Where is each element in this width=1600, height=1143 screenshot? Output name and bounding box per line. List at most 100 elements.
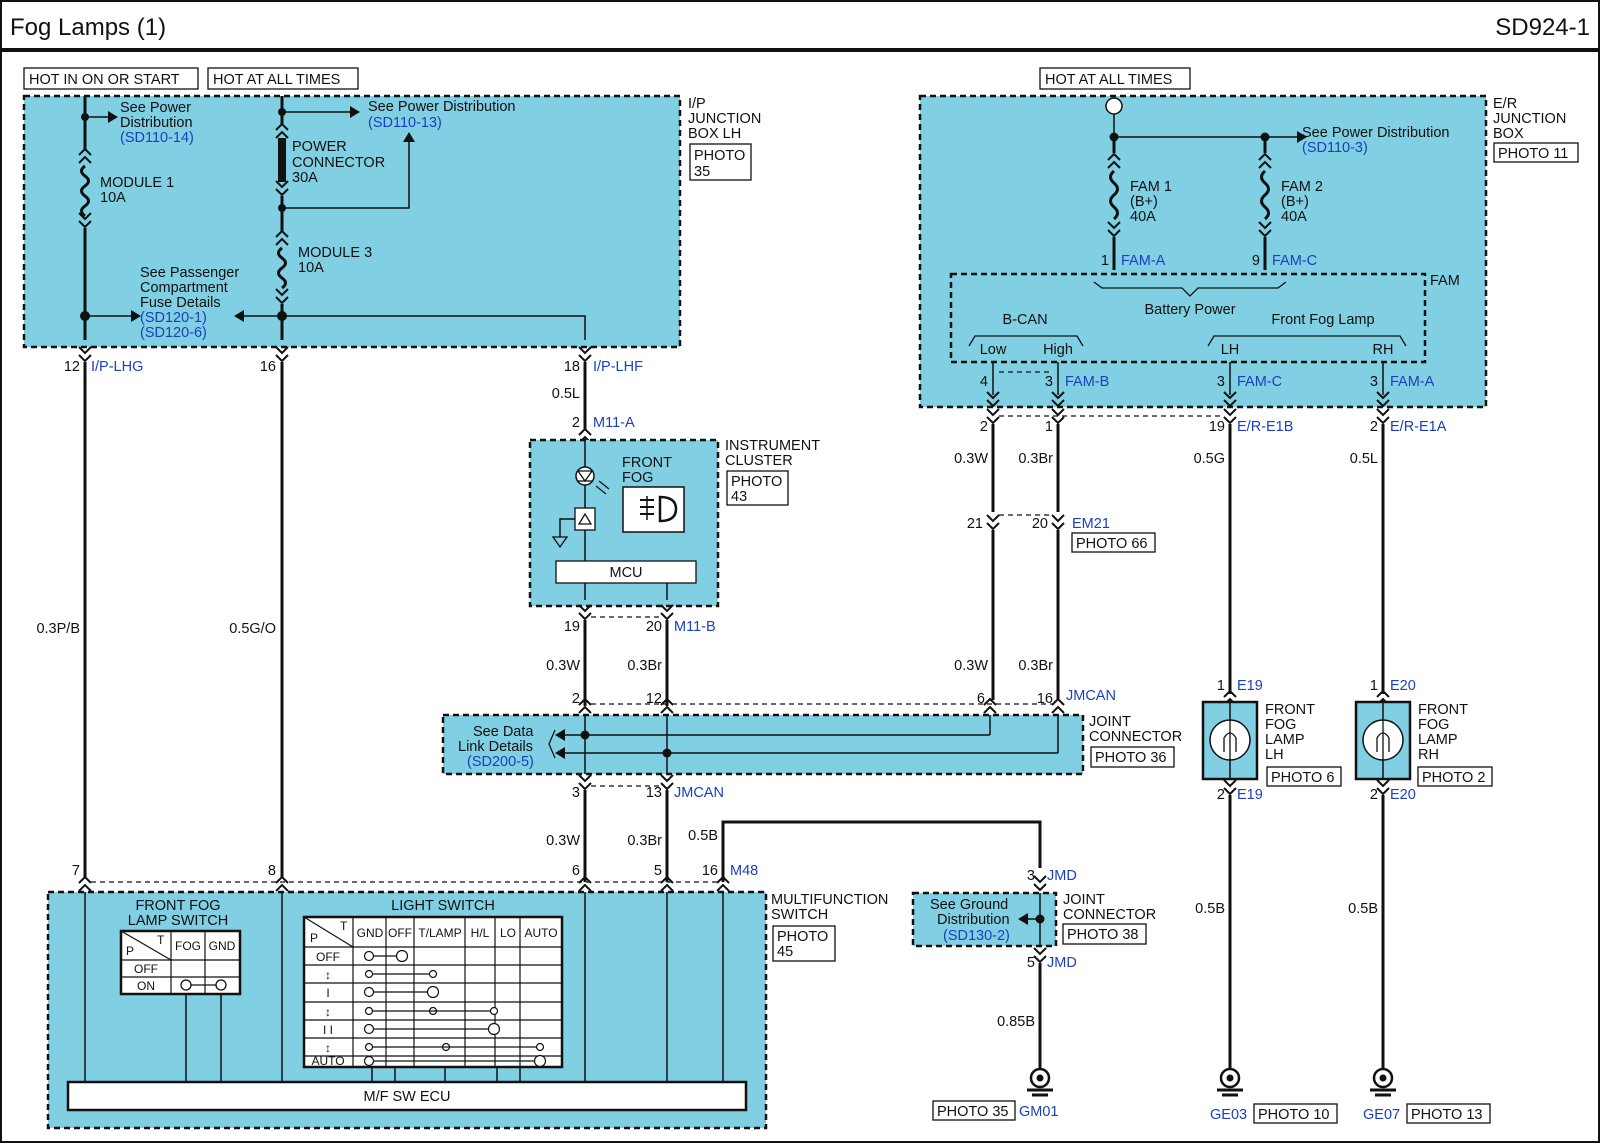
see-data-link-text: Link Details: [458, 739, 533, 755]
pin-number: 8: [268, 863, 276, 879]
connector-id: JMD: [1047, 868, 1077, 884]
see-ground-ref[interactable]: (SD130-2): [943, 928, 1010, 944]
wire-color-label: 0.3P/B: [36, 621, 80, 637]
er-junction-label: E/R: [1493, 96, 1517, 112]
photo-ref: 35: [694, 164, 710, 180]
wire-color-label: 0.5G/O: [229, 621, 276, 637]
joint-connector-jmcan: See Data Link Details (SD200-5): [441, 713, 1085, 776]
light-switch-col: OFF: [388, 926, 412, 940]
hot-all-times-label: HOT AT ALL TIMES: [1045, 72, 1172, 88]
see-data-link-ref[interactable]: (SD200-5): [467, 754, 534, 770]
module1-fuse-label: MODULE 1: [100, 175, 174, 191]
connector-id: M48: [730, 863, 758, 879]
front-fog-lamp-label: Front Fog Lamp: [1271, 312, 1374, 328]
photo-ref: PHOTO: [694, 148, 745, 164]
connector-id: JMD: [1047, 955, 1077, 971]
pin-number: 13: [646, 785, 662, 801]
photo-ref: PHOTO 36: [1095, 750, 1166, 766]
light-switch-row: ↕: [325, 968, 331, 982]
photo-ref: PHOTO 38: [1067, 927, 1138, 943]
see-power-dist-ref[interactable]: (SD110-14): [120, 130, 194, 146]
pin-number: 2: [1217, 787, 1225, 803]
photo-ref: 43: [731, 489, 747, 505]
wire-color-label: 0.5L: [1350, 451, 1378, 467]
front-fog-lamp-rh-label: FOG: [1418, 717, 1449, 733]
pin-number: 2: [572, 691, 580, 707]
ip-junction-label: JUNCTION: [688, 111, 761, 127]
see-ground-text: Distribution: [937, 912, 1010, 928]
connector-id: FAM-B: [1065, 374, 1109, 390]
fog-switch-row: ON: [137, 979, 155, 993]
photo-ref: PHOTO: [777, 929, 828, 945]
ground-id: GE03: [1210, 1107, 1247, 1123]
see-power-dist-ref[interactable]: (SD110-3): [1302, 140, 1368, 156]
front-fog-lamp-lh-label: LAMP: [1265, 732, 1305, 748]
front-fog-indicator-label: FOG: [622, 470, 653, 486]
pin-number: 1: [1370, 678, 1378, 694]
pin-number: 19: [564, 619, 580, 635]
photo-ref: PHOTO 6: [1271, 770, 1334, 786]
pin-number: 1: [1045, 419, 1053, 435]
ground-icon: [1025, 1067, 1055, 1097]
pin-number: 1: [1101, 253, 1109, 269]
light-switch-p: P: [310, 931, 318, 945]
pin-number: 3: [1027, 868, 1035, 884]
connector-id: I/P-LHG: [91, 359, 143, 375]
rh-label: RH: [1373, 342, 1394, 358]
light-switch-row: ↕: [325, 1041, 331, 1055]
bcan-label: B-CAN: [1002, 312, 1047, 328]
fog-switch-col: FOG: [175, 939, 201, 953]
light-switch-col: LO: [500, 926, 516, 940]
hot-on-start-label: HOT IN ON OR START: [29, 72, 180, 88]
wire-color-label: 0.3Br: [627, 833, 662, 849]
pin-number: 20: [1032, 516, 1048, 532]
connector-id: M11-B: [674, 619, 716, 635]
wire-color-label: 0.3W: [954, 451, 988, 467]
joint-connector-label: JOINT: [1063, 892, 1105, 908]
photo-ref: PHOTO 2: [1422, 770, 1485, 786]
power-connector-rating: 30A: [292, 170, 318, 186]
light-switch-title: LIGHT SWITCH: [391, 898, 495, 914]
pin-number: 20: [646, 619, 662, 635]
light-switch-col: T/LAMP: [418, 926, 461, 940]
page-title: Fog Lamps (1): [10, 14, 166, 41]
see-power-dist-text: See Power Distribution: [368, 99, 516, 115]
can-low-label: Low: [980, 342, 1007, 358]
wire-color-label: 0.3Br: [1018, 451, 1053, 467]
pin-number: 5: [1027, 955, 1035, 971]
connector-id: E20: [1390, 678, 1416, 694]
ip-junction-label: I/P: [688, 96, 706, 112]
connector-id: E/R-E1A: [1390, 419, 1447, 435]
fam2-fuse-label: (B+): [1281, 194, 1309, 210]
fam2-fuse-rating: 40A: [1281, 209, 1307, 225]
pin-number: 1: [1217, 678, 1225, 694]
see-ground-text: See Ground: [930, 897, 1008, 913]
passenger-fuse-text: Compartment: [140, 280, 228, 296]
fam2-fuse-label: FAM 2: [1281, 179, 1323, 195]
front-fog-lamp-rh: [1354, 700, 1412, 781]
ground-id: GM01: [1019, 1104, 1059, 1120]
hot-all-times-label: HOT AT ALL TIMES: [213, 72, 340, 88]
joint-connector-label: CONNECTOR: [1089, 729, 1182, 745]
lh-label: LH: [1221, 342, 1240, 358]
mf-sw-ecu-label: M/F SW ECU: [364, 1089, 451, 1105]
passenger-fuse-ref[interactable]: (SD120-6): [140, 325, 207, 341]
er-junction-label: BOX: [1493, 126, 1524, 142]
fog-switch-t: T: [157, 933, 165, 947]
fam1-fuse-label: FAM 1: [1130, 179, 1172, 195]
battery-power-label: Battery Power: [1144, 302, 1235, 318]
instrument-cluster-label: CLUSTER: [725, 453, 793, 469]
light-switch-t: T: [340, 919, 348, 933]
front-fog-lamp-lh-label: FRONT: [1265, 702, 1315, 718]
see-power-dist-text: See Power: [120, 100, 191, 116]
pin-number: 3: [1370, 374, 1378, 390]
er-junction-box: See Power Distribution (SD110-3) FAM 1 (…: [918, 94, 1488, 409]
light-switch-row: I: [326, 986, 329, 1000]
photo-ref: PHOTO 13: [1411, 1107, 1482, 1123]
connector-id: E20: [1390, 787, 1416, 803]
front-fog-lamp-rh-label: LAMP: [1418, 732, 1458, 748]
power-connector-label: CONNECTOR: [292, 155, 385, 171]
see-power-dist-ref[interactable]: (SD110-13): [368, 115, 442, 131]
passenger-fuse-ref[interactable]: (SD120-1): [140, 310, 207, 326]
see-power-dist-text: Distribution: [120, 115, 193, 131]
